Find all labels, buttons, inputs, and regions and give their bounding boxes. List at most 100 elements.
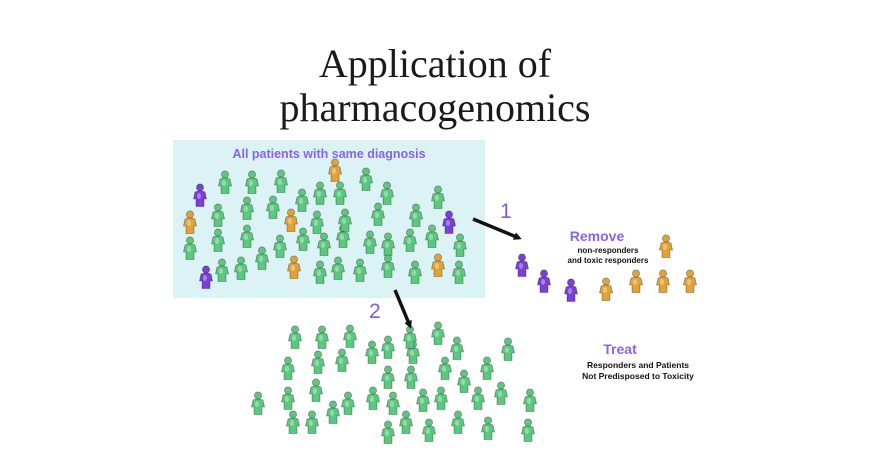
- person-responder-icon: [500, 337, 516, 362]
- person-non-responder-icon: [198, 265, 214, 290]
- person-responder-icon: [340, 391, 356, 416]
- person-toxic-responder-icon: [286, 255, 302, 280]
- person-responder-icon: [358, 167, 374, 192]
- person-responder-icon: [342, 324, 358, 349]
- person-toxic-responder-icon: [283, 208, 299, 233]
- person-responder-icon: [456, 369, 472, 394]
- person-responder-icon: [182, 236, 198, 261]
- person-responder-icon: [385, 391, 401, 416]
- person-responder-icon: [265, 195, 281, 220]
- person-responder-icon: [239, 196, 255, 221]
- all-patients-label: All patients with same diagnosis: [232, 147, 426, 161]
- person-responder-icon: [433, 386, 449, 411]
- person-responder-icon: [272, 234, 288, 259]
- arrow-to-treat-icon: [393, 289, 412, 329]
- person-responder-icon: [520, 418, 536, 443]
- title-line-2: pharmacogenomics: [279, 85, 591, 130]
- person-responder-icon: [380, 254, 396, 279]
- person-responder-icon: [325, 400, 341, 425]
- treat-title: Treat: [603, 341, 637, 357]
- person-non-responder-icon: [536, 269, 552, 294]
- person-responder-icon: [402, 325, 418, 350]
- person-responder-icon: [244, 170, 260, 195]
- person-responder-icon: [430, 321, 446, 346]
- person-responder-icon: [437, 356, 453, 381]
- remove-subtitle-line-2: and toxic responders: [567, 256, 649, 265]
- person-responder-icon: [493, 381, 509, 406]
- person-responder-icon: [294, 188, 310, 213]
- person-responder-icon: [273, 169, 289, 194]
- person-responder-icon: [380, 232, 396, 257]
- person-responder-icon: [370, 202, 386, 227]
- person-responder-icon: [330, 256, 346, 281]
- person-responder-icon: [312, 181, 328, 206]
- person-responder-icon: [365, 386, 381, 411]
- person-responder-icon: [352, 258, 368, 283]
- step-1-number: 1: [500, 200, 512, 223]
- person-responder-icon: [398, 410, 414, 435]
- person-responder-icon: [480, 416, 496, 441]
- person-responder-icon: [415, 388, 431, 413]
- person-toxic-responder-icon: [182, 210, 198, 235]
- person-responder-icon: [379, 181, 395, 206]
- person-toxic-responder-icon: [430, 253, 446, 278]
- person-responder-icon: [450, 410, 466, 435]
- person-responder-icon: [308, 378, 324, 403]
- person-responder-icon: [403, 365, 419, 390]
- person-responder-icon: [451, 260, 467, 285]
- person-toxic-responder-icon: [628, 269, 644, 294]
- person-toxic-responder-icon: [682, 269, 698, 294]
- person-responder-icon: [332, 181, 348, 206]
- person-responder-icon: [239, 224, 255, 249]
- person-responder-icon: [254, 246, 270, 271]
- person-responder-icon: [309, 210, 325, 235]
- person-responder-icon: [210, 203, 226, 228]
- person-responder-icon: [217, 170, 233, 195]
- person-responder-icon: [314, 325, 330, 350]
- step-2-number: 2: [369, 300, 381, 323]
- person-responder-icon: [304, 410, 320, 435]
- person-responder-icon: [295, 227, 311, 252]
- person-toxic-responder-icon: [598, 277, 614, 302]
- person-responder-icon: [402, 228, 418, 253]
- person-responder-icon: [280, 356, 296, 381]
- person-responder-icon: [334, 348, 350, 373]
- person-responder-icon: [380, 335, 396, 360]
- title-line-1: Application of: [318, 41, 552, 86]
- person-responder-icon: [210, 228, 226, 253]
- treat-subtitle-line-2: Not Predisposed to Toxicity: [582, 371, 694, 381]
- person-responder-icon: [364, 340, 380, 365]
- person-responder-icon: [479, 356, 495, 381]
- person-non-responder-icon: [514, 253, 530, 278]
- person-non-responder-icon: [563, 278, 579, 303]
- person-responder-icon: [287, 325, 303, 350]
- person-responder-icon: [421, 418, 437, 443]
- person-toxic-responder-icon: [655, 269, 671, 294]
- person-responder-icon: [362, 230, 378, 255]
- person-responder-icon: [250, 391, 266, 416]
- person-responder-icon: [285, 410, 301, 435]
- person-responder-icon: [316, 232, 332, 257]
- person-responder-icon: [430, 185, 446, 210]
- person-responder-icon: [337, 208, 353, 233]
- treat-subtitle-line-1: Responders and Patients: [586, 360, 690, 370]
- person-toxic-responder-icon: [658, 234, 674, 259]
- person-responder-icon: [424, 224, 440, 249]
- person-responder-icon: [449, 336, 465, 361]
- person-responder-icon: [452, 233, 468, 258]
- person-responder-icon: [312, 260, 328, 285]
- arrow-to-remove-icon: [472, 217, 522, 240]
- person-responder-icon: [214, 258, 230, 283]
- person-responder-icon: [408, 203, 424, 228]
- person-responder-icon: [380, 420, 396, 445]
- person-toxic-responder-icon: [327, 158, 343, 183]
- person-non-responder-icon: [441, 210, 457, 235]
- person-responder-icon: [233, 256, 249, 281]
- remove-title: Remove: [569, 228, 625, 244]
- remove-subtitle: non-responders and toxic responders: [553, 246, 663, 266]
- person-responder-icon: [280, 386, 296, 411]
- person-responder-icon: [470, 386, 486, 411]
- treat-subtitle: Responders and Patients Not Predisposed …: [563, 360, 713, 382]
- person-responder-icon: [310, 350, 326, 375]
